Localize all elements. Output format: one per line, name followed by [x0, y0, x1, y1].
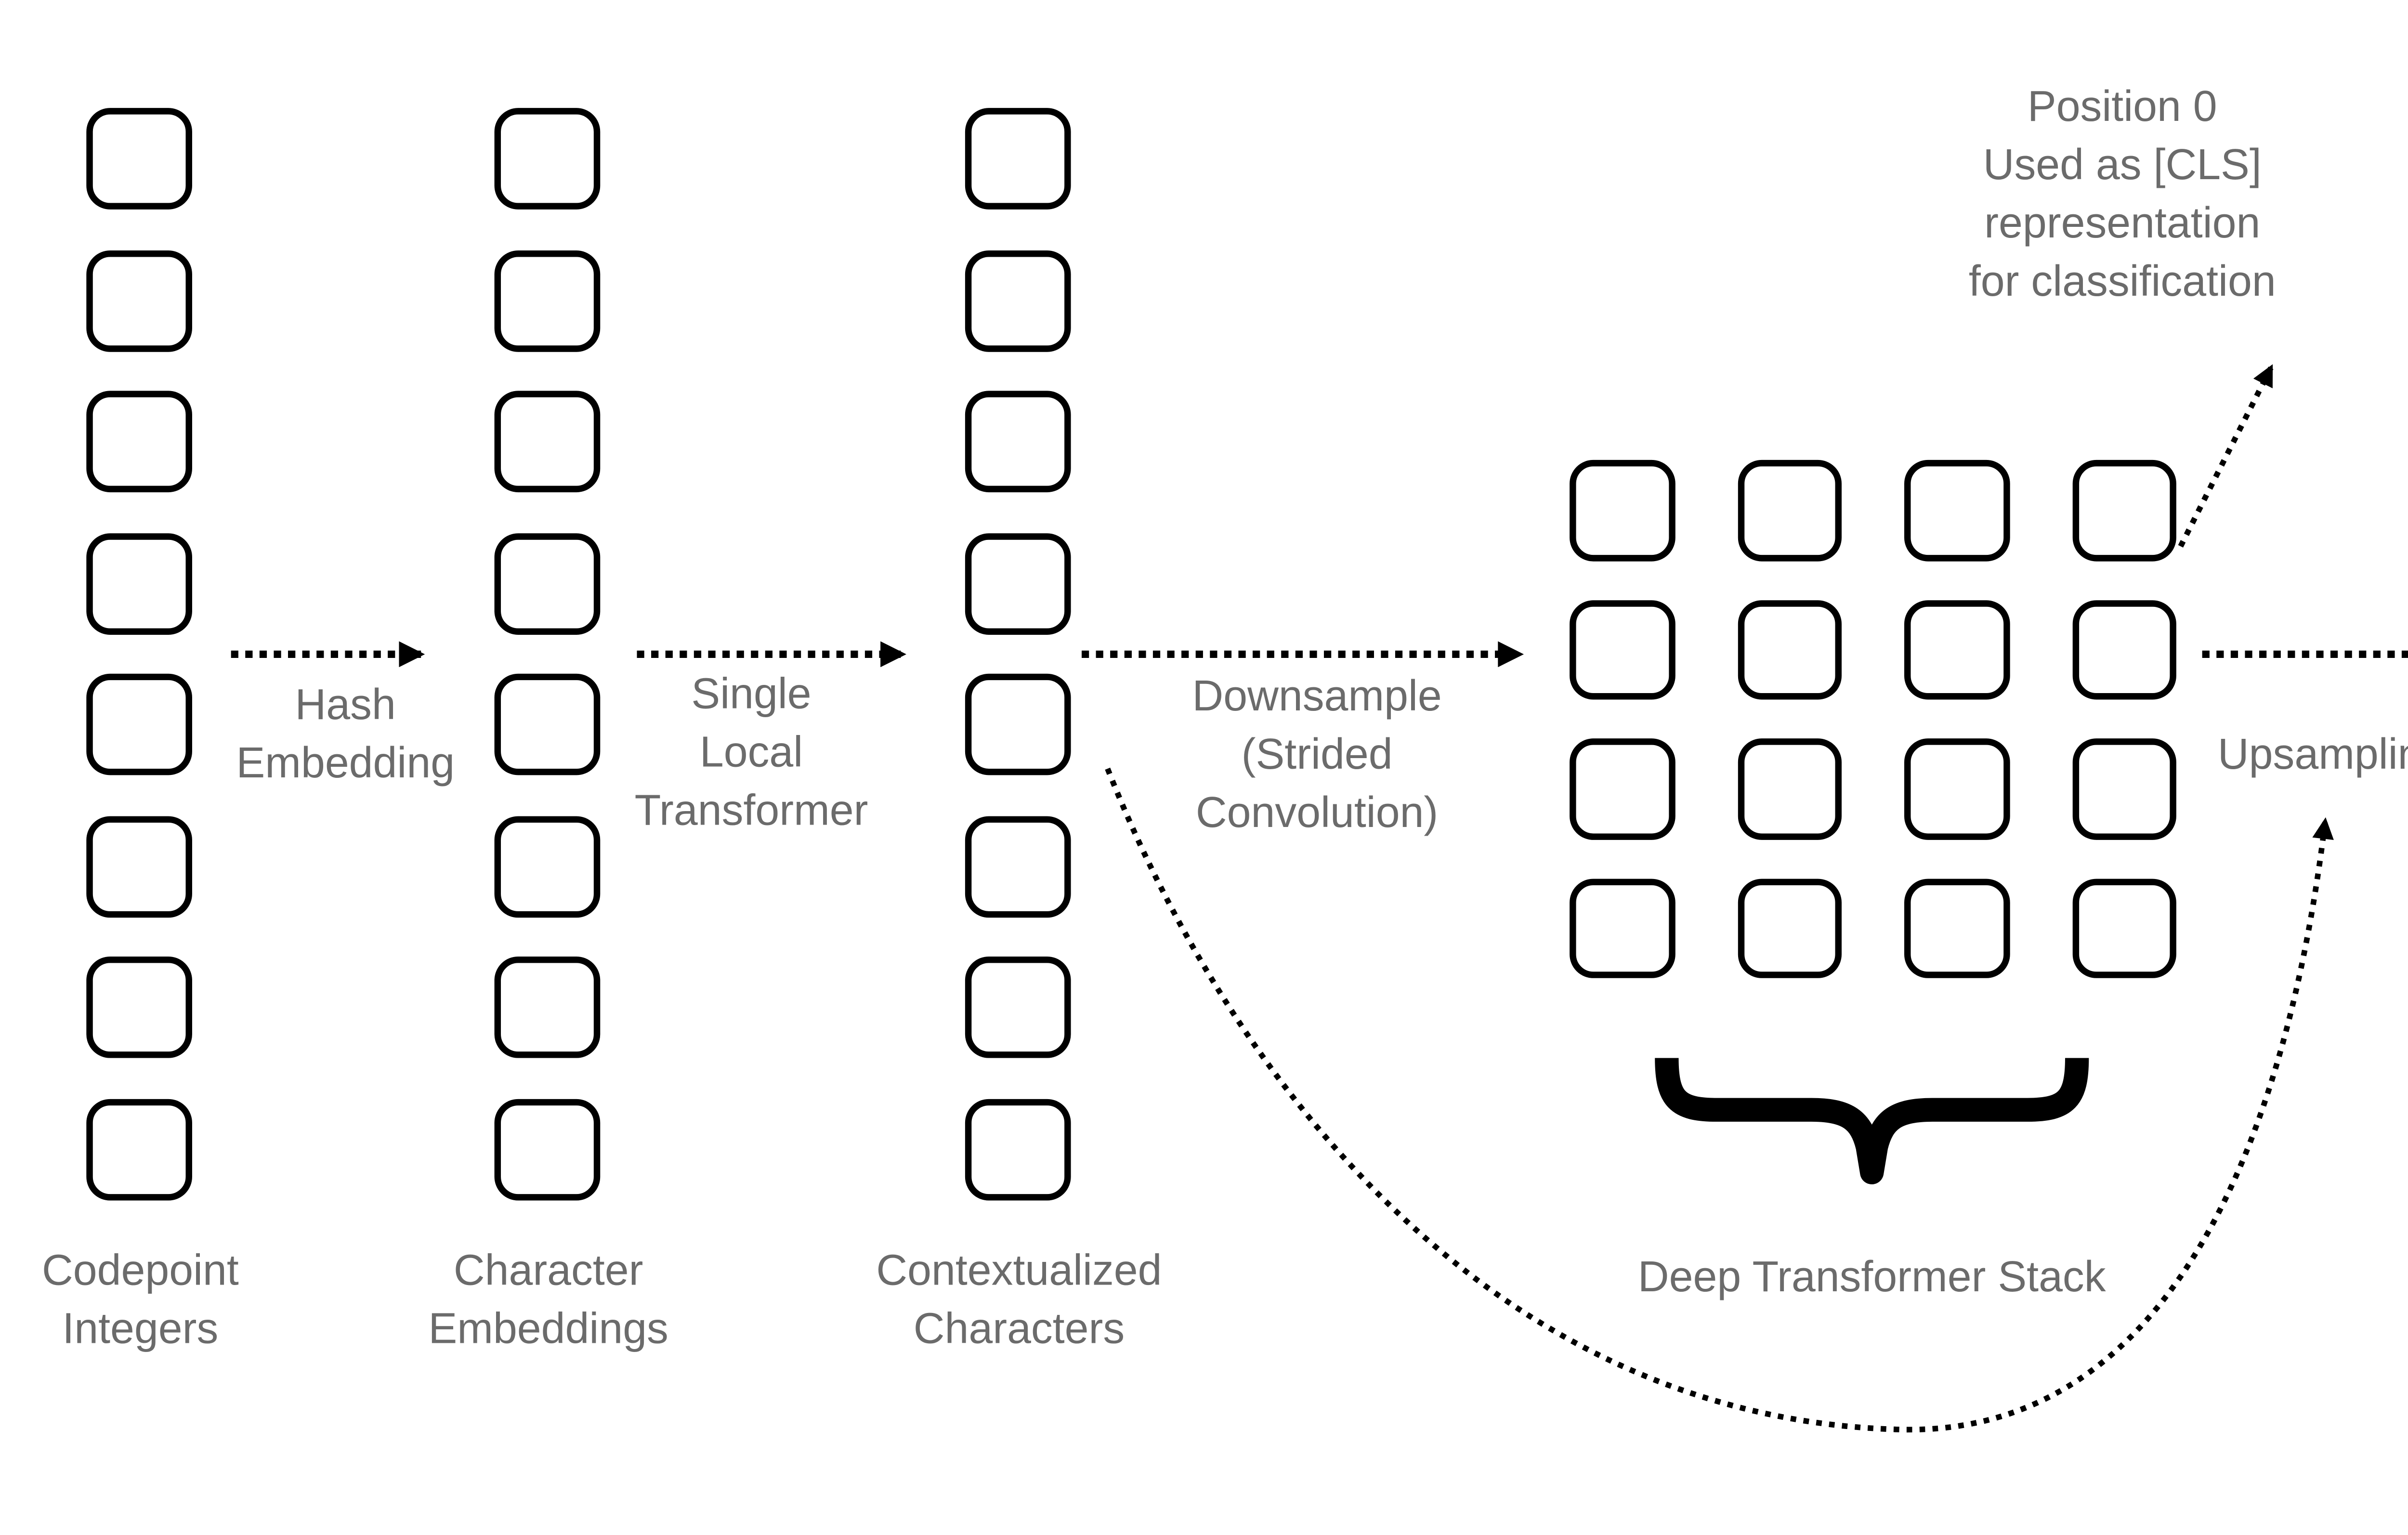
contextualized-character-box — [965, 249, 1071, 351]
character-embedding-box — [494, 108, 601, 210]
character-embedding-box — [494, 956, 601, 1058]
deep-stack-box — [1737, 738, 1842, 839]
deep-stack-brace — [1655, 1058, 2089, 1184]
character-embedding-box — [494, 249, 601, 351]
character-embedding-box — [494, 532, 601, 634]
deep-stack-box — [2071, 459, 2176, 561]
deep-stack-box — [1904, 459, 2009, 561]
contextualized-character-box — [965, 1098, 1071, 1200]
contextualized-characters-label: Contextualized Characters — [876, 1248, 1162, 1354]
deep-stack-box — [1570, 878, 1675, 978]
character-embedding-box — [494, 1098, 601, 1200]
contextualized-character-box — [965, 956, 1071, 1058]
contextualized-character-box — [965, 815, 1071, 917]
character-embedding-box — [494, 391, 601, 493]
codepoint-box — [86, 815, 192, 917]
deep-stack-box — [1904, 599, 2009, 700]
deep-stack-box — [2071, 599, 2176, 700]
contextualized-character-box — [965, 532, 1071, 634]
deep-stack-box — [1737, 459, 1842, 561]
deep-stack-box — [2071, 738, 2176, 839]
deep-stack-box — [1570, 599, 1675, 700]
codepoint-integers-label: Codepoint Integers — [41, 1248, 239, 1354]
codepoint-box — [86, 956, 192, 1058]
cls-annotation-arrow — [2178, 364, 2274, 548]
codepoint-box — [86, 108, 192, 210]
character-embedding-box — [494, 673, 601, 775]
column-character-embeddings — [494, 108, 601, 1200]
deep-transformer-stack-label: Deep Transformer Stack — [1637, 1254, 2106, 1302]
character-embedding-box — [494, 815, 601, 917]
contextualized-character-box — [965, 108, 1071, 210]
codepoint-box — [86, 1098, 192, 1200]
cls-annotation-label: Position 0 Used as [CLS] representation … — [1968, 84, 2276, 307]
codepoint-box — [86, 249, 192, 351]
codepoint-box — [86, 673, 192, 775]
upsampling-label: Upsampling — [2217, 732, 2408, 780]
column-contextualized-characters — [965, 108, 1071, 1200]
deep-stack-box — [2071, 878, 2176, 978]
hash-embedding-label: Hash Embedding — [236, 682, 455, 788]
column-codepoint-integers — [86, 108, 192, 1200]
deep-stack-box — [1737, 599, 1842, 700]
deep-stack-box — [1904, 738, 2009, 839]
codepoint-box — [86, 391, 192, 493]
deep-stack-box — [1904, 878, 2009, 978]
contextualized-character-box — [965, 391, 1071, 493]
contextualized-character-box — [965, 673, 1071, 775]
single-local-transformer-label: Single Local Transformer — [634, 671, 868, 836]
deep-stack-box — [1570, 738, 1675, 839]
codepoint-box — [86, 532, 192, 634]
deep-stack-box — [1737, 878, 1842, 978]
downsample-label: Downsample (Strided Convolution) — [1192, 673, 1442, 838]
character-embeddings-label: Character Embeddings — [428, 1248, 668, 1354]
deep-stack-box — [1570, 459, 1675, 561]
deep-transformer-grid — [1570, 459, 2176, 978]
